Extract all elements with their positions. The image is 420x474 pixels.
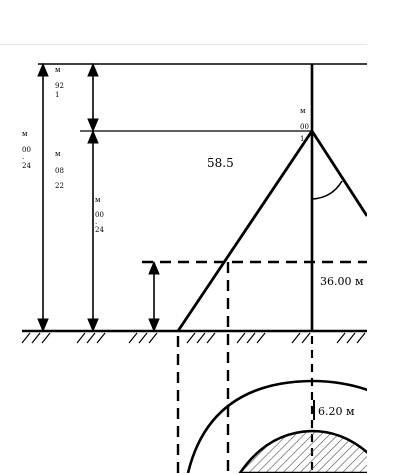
svg-text:24: 24 <box>22 162 31 170</box>
svg-text:м: м <box>300 107 306 115</box>
svg-text:00: 00 <box>22 146 31 154</box>
svg-text:08: 08 <box>55 167 64 175</box>
height-right-label: 36.00 м <box>320 275 364 288</box>
svg-text:.: . <box>95 218 97 226</box>
svg-text:00: 00 <box>95 211 104 219</box>
svg-text:22: 22 <box>55 182 64 190</box>
svg-text:00: 00 <box>300 123 309 131</box>
svg-text:м: м <box>22 130 28 138</box>
svg-text:м: м <box>95 196 101 204</box>
svg-text:1: 1 <box>55 91 59 99</box>
angle-arc <box>311 180 343 200</box>
svg-text:м: м <box>55 150 61 158</box>
outer-circle-arc <box>186 379 367 473</box>
svg-text:.: . <box>22 153 24 161</box>
label-inner: м 00 . 24 <box>95 196 104 234</box>
dimension-top-small <box>87 62 99 133</box>
svg-text:24: 24 <box>95 226 104 234</box>
dimension-left-outer <box>37 62 49 333</box>
radius-value-label: 6.20 м <box>318 405 355 418</box>
svg-text:92: 92 <box>55 82 64 90</box>
ground-hatch <box>21 332 366 344</box>
right-slanted-member <box>310 130 367 217</box>
slope-value-label: 58.5 <box>207 156 234 170</box>
svg-text:м: м <box>55 66 61 74</box>
svg-text:1: 1 <box>300 135 304 143</box>
dimension-dashed-level <box>148 260 160 333</box>
label-top-small: м 92 1 <box>55 66 64 99</box>
label-left-outer: м 00 . 24 <box>22 130 31 170</box>
inner-hatched-circle <box>238 429 367 473</box>
label-mid: м 08 22 <box>55 150 64 190</box>
drawing-frame <box>0 44 367 474</box>
dimension-inner <box>87 129 99 333</box>
label-pole-top: м 00 1 <box>300 107 309 143</box>
slanted-member <box>176 130 314 332</box>
